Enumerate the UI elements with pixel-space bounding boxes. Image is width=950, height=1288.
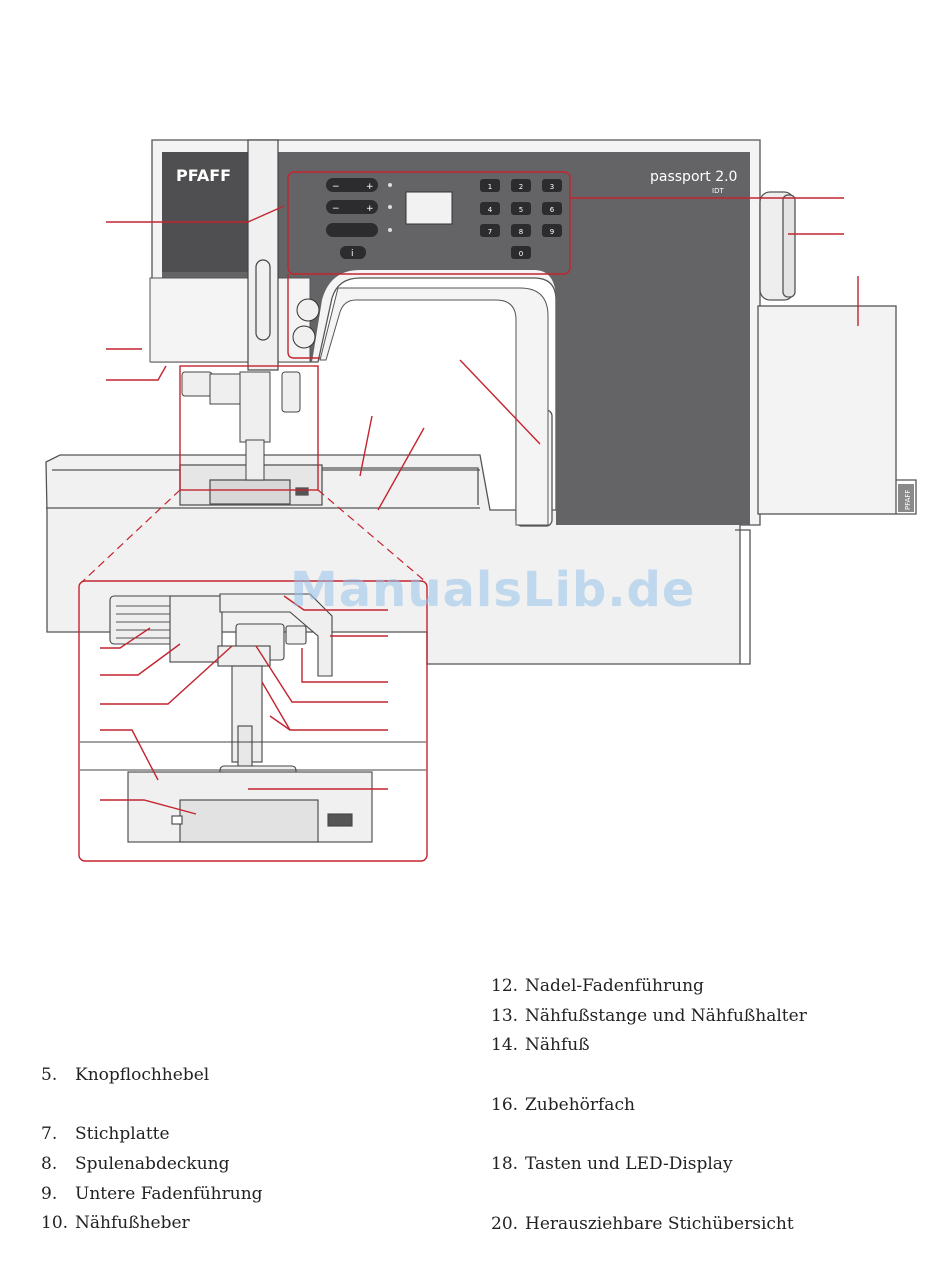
keypad-key-4[interactable]: [480, 202, 500, 215]
list-item: [491, 1061, 807, 1091]
parts-list-left: 5.Knopflochhebel 7.Stichplatte 8.Spulena…: [41, 1061, 263, 1239]
keypad-key-8[interactable]: [511, 224, 531, 237]
watermark: ManualsLib.de: [290, 562, 696, 618]
keypad-key-label: 6: [550, 206, 555, 214]
list-item: [41, 1091, 263, 1121]
list-item: 18.Tasten und LED-Display: [491, 1154, 733, 1175]
led-display: [405, 191, 453, 225]
keypad-key-label: 0: [519, 250, 523, 258]
callout-boxes: [78, 171, 571, 862]
list-item: [491, 1180, 807, 1210]
info-button[interactable]: i: [351, 249, 354, 259]
brand-logo: PFAFF: [176, 166, 231, 185]
control-panel: [162, 152, 750, 525]
list-item: 10.Nähfußheber: [41, 1213, 190, 1234]
keypad-key-0[interactable]: [511, 246, 531, 259]
leader-lines: [100, 197, 859, 815]
keypad-key-label: 2: [519, 183, 523, 191]
keypad-key-3[interactable]: [542, 179, 562, 192]
keypad-key-2[interactable]: [511, 179, 531, 192]
keypad-key-1[interactable]: [480, 179, 500, 192]
stitch-width-minus[interactable]: −: [332, 182, 340, 192]
list-item: 13.Nähfußstange und Nähfußhalter: [491, 1005, 807, 1026]
sewing-machine-figure: PFAFF passport 2.0 IDT − + − + i 1 2 3 4 5 6 7…: [45, 139, 917, 862]
stitch-length-minus[interactable]: −: [332, 204, 340, 214]
keypad-key-label: 8: [519, 228, 523, 236]
list-item: 7.Stichplatte: [41, 1124, 170, 1145]
keypad-key-9[interactable]: [542, 224, 562, 237]
list-item: [491, 1120, 807, 1150]
list-item: 12.Nadel-Fadenführung: [491, 976, 704, 996]
presser-foot-top: [181, 371, 301, 481]
reverse-button[interactable]: [292, 325, 316, 349]
side-brand-label: PFAFF: [904, 490, 912, 510]
button-panel: − + − + i 1 2 3 4 5 6 7 8 9 0: [292, 178, 562, 349]
start-stop-button[interactable]: [296, 298, 320, 322]
list-item: 9.Untere Fadenführung: [41, 1183, 263, 1204]
model-badge: IDT: [712, 187, 724, 195]
list-item: 14.Nähfuß: [491, 1035, 590, 1056]
keypad-key-label: 1: [488, 183, 492, 191]
model-name: passport 2.0: [650, 169, 737, 185]
keypad-key-6[interactable]: [542, 202, 562, 215]
parts-list-right: 12.Nadel-Fadenführung 13.Nähfußstange un…: [491, 972, 807, 1239]
list-item: 8.Spulenabdeckung: [41, 1154, 230, 1175]
keypad-key-label: 4: [488, 206, 493, 214]
list-item: 5.Knopflochhebel: [41, 1065, 210, 1085]
stitch-width-plus[interactable]: +: [366, 182, 374, 192]
keypad-key-label: 9: [550, 228, 554, 236]
keypad-key-label: 3: [550, 183, 554, 191]
detail-inset: [80, 593, 426, 843]
keypad-key-5[interactable]: [511, 202, 531, 215]
stitch-length-plus[interactable]: +: [366, 204, 374, 214]
list-item: 20.Herausziehbare Stichübersicht: [491, 1213, 794, 1234]
keypad-key-label: 7: [488, 228, 492, 236]
number-keypad: 1 2 3 4 5 6 7 8 9 0: [480, 179, 562, 259]
list-item: 16.Zubehörfach: [491, 1094, 635, 1115]
keypad-key-label: 5: [519, 206, 523, 214]
thread-guide: [247, 139, 279, 371]
keypad-key-7[interactable]: [480, 224, 500, 237]
